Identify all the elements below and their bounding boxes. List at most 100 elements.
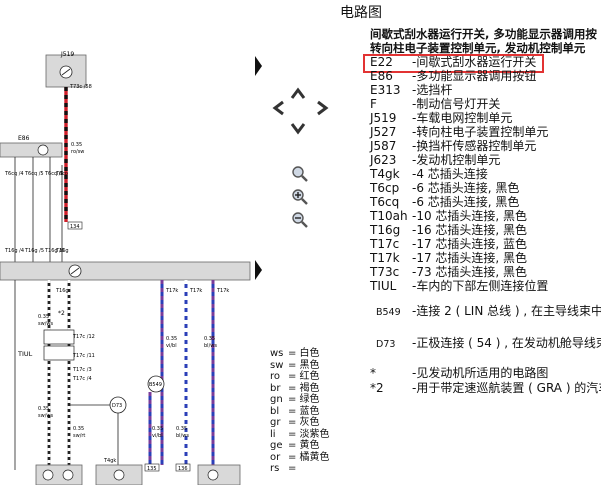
legend-item-t17k[interactable]: T17k-17 芯插头连接, 黑色 — [370, 251, 528, 265]
diagram-heading-line1: 间歇式刮水器运行开关, 多功能显示器调用按 — [370, 27, 597, 41]
svg-text:bl/ws: bl/ws — [204, 343, 217, 349]
svg-text:0.35: 0.35 — [176, 426, 187, 432]
page-marker-icon — [255, 260, 262, 280]
legend-item-star[interactable]: *-见发动机所适用的电路图 — [370, 366, 549, 380]
svg-text:135: 135 — [147, 466, 157, 472]
svg-text:0.35: 0.35 — [73, 426, 84, 432]
legend-item-t73c[interactable]: T73c-73 芯插头连接, 黑色 — [370, 265, 528, 279]
svg-text:T6cq /4: T6cq /4 — [4, 171, 24, 177]
legend-item-tiul[interactable]: TIUL-车内的下部左侧连接位置 — [370, 279, 549, 293]
page-marker-icon — [255, 56, 262, 76]
pan-up-button[interactable] — [290, 86, 306, 100]
svg-text:T17c /11: T17c /11 — [72, 353, 95, 359]
color-key-row: li= 淡紫色 — [270, 428, 330, 440]
svg-text:vi/bl: vi/bl — [166, 343, 177, 349]
zoom-out-button[interactable] — [291, 211, 309, 229]
legend-item-t10ah[interactable]: T10ah-10 芯插头连接, 黑色 — [370, 209, 528, 223]
svg-text:T16g /6: T16g /6 — [44, 248, 64, 254]
svg-text:T6cq /5: T6cq /5 — [24, 171, 44, 177]
selected-item-highlight — [363, 54, 544, 73]
svg-text:0.35: 0.35 — [38, 406, 49, 412]
legend-item-j587[interactable]: J587-换挡杆传感器控制单元 — [370, 139, 537, 153]
svg-text:T4gk: T4gk — [103, 458, 116, 464]
zoom-in-icon — [292, 189, 308, 205]
pan-right-button[interactable] — [316, 100, 330, 116]
svg-text:T17k: T17k — [165, 288, 178, 294]
tiul-box — [43, 329, 75, 345]
svg-text:T6cp: T6cp — [55, 171, 68, 177]
color-key-row: or= 橘黄色 — [270, 451, 330, 463]
svg-text:T6cq /6: T6cq /6 — [44, 171, 64, 177]
svg-text:T16g: T16g — [55, 248, 69, 254]
legend-item-t6cp[interactable]: T6cp-6 芯插头连接, 黑色 — [370, 181, 520, 195]
svg-text:vi/bl: vi/bl — [152, 433, 163, 439]
b549-node — [147, 375, 165, 393]
color-key-row: bl= 蓝色 — [270, 405, 320, 417]
legend-item-f[interactable]: F-制动信号灯开关 — [370, 97, 501, 111]
zoom-out-icon — [292, 212, 308, 228]
svg-text:134: 134 — [70, 224, 80, 230]
e86-label: E86 — [18, 135, 30, 142]
color-key-row: ws= 白色 — [270, 348, 320, 359]
svg-text:D73: D73 — [112, 403, 122, 409]
svg-text:0.35: 0.35 — [152, 426, 163, 432]
color-key-row: gr= 灰色 — [270, 417, 320, 428]
e86-box — [0, 142, 63, 158]
legend-item-t4gk[interactable]: T4gk-4 芯插头连接 — [370, 167, 488, 181]
svg-text:T16g /5: T16g /5 — [24, 248, 44, 254]
chevron-right-icon — [317, 100, 329, 116]
svg-text:sw/rt: sw/rt — [73, 433, 85, 439]
svg-text:T16g /4: T16g /4 — [4, 248, 24, 254]
color-key-row: ro= 红色 — [270, 371, 320, 382]
color-key-row: gn= 绿色 — [270, 394, 320, 405]
zoom-button[interactable] — [291, 165, 309, 183]
svg-text:T17c /4: T17c /4 — [72, 376, 92, 382]
svg-text:bl/ws: bl/ws — [176, 433, 189, 439]
legend-item-e313[interactable]: E313-选挡杆 — [370, 83, 453, 97]
star2-label: *2 — [58, 310, 65, 317]
chevron-up-icon — [290, 87, 306, 99]
svg-text:136: 136 — [178, 466, 188, 472]
color-key-row: ge= 黄色 — [270, 440, 320, 451]
legend-item-t17c[interactable]: T17c-17 芯插头连接, 蓝色 — [370, 237, 528, 251]
pan-left-button[interactable] — [271, 100, 285, 116]
svg-text:sw/ws: sw/ws — [38, 321, 53, 327]
legend-item-b549[interactable]: B549-连接 2 ( LIN 总线 ) , 在主导线束中 — [376, 304, 601, 318]
svg-text:T73c /58: T73c /58 — [69, 84, 92, 90]
zoom-in-button[interactable] — [291, 188, 309, 206]
circuit-diagram: J519 134 E86 TIUL D73 B549 0.35 ro/sw — [0, 51, 262, 485]
legend-item-e22[interactable]: E22-间歇式刮水器运行开关 — [370, 55, 537, 69]
svg-text:T16g: T16g — [55, 288, 69, 294]
j527-box — [0, 261, 251, 281]
svg-text:B549: B549 — [149, 382, 162, 388]
svg-text:T17c /3: T17c /3 — [72, 367, 92, 373]
legend-item-d73[interactable]: D73-正极连接 ( 54 ) , 在发动机舱导线束 — [376, 336, 601, 350]
j519-label: J519 — [60, 51, 74, 58]
color-key-row: sw= 黑色 — [270, 359, 320, 371]
legend-item-star2[interactable]: *2-用于带定速巡航装置 ( GRA ) 的汽车 — [370, 381, 601, 395]
color-key-row: rs= — [270, 463, 297, 474]
color-key-row: br= 褐色 — [270, 382, 320, 394]
diagram-heading-line2: 转向柱电子装置控制单元, 发动机控制单元 — [370, 41, 586, 55]
legend-item-j527[interactable]: J527-转向柱电子装置控制单元 — [370, 125, 549, 139]
tiul-label: TIUL — [17, 350, 33, 358]
svg-text:0.35: 0.35 — [204, 336, 215, 342]
connector-tag — [67, 221, 83, 230]
legend-item-t6cq[interactable]: T6cq-6 芯插头连接, 黑色 — [370, 195, 520, 209]
legend-item-j623[interactable]: J623-发动机控制单元 — [370, 153, 501, 167]
pan-down-button[interactable] — [290, 122, 306, 136]
wire-color-key: ws= 白色 sw= 黑色 ro= 红色 br= 褐色 gn= 绿色 bl= 蓝… — [270, 348, 330, 475]
magnifier-icon — [292, 166, 308, 182]
chevron-down-icon — [290, 123, 306, 135]
chevron-left-icon — [272, 100, 284, 116]
svg-text:ro/sw: ro/sw — [71, 149, 84, 155]
page-title: 电路图 — [340, 5, 382, 21]
legend-item-e86[interactable]: E86-多功能显示器调用按钮 — [370, 69, 537, 83]
svg-text:0.35: 0.35 — [166, 336, 177, 342]
svg-text:0.35: 0.35 — [71, 142, 82, 148]
svg-text:sw/ws: sw/ws — [38, 413, 53, 419]
svg-text:T17k: T17k — [189, 288, 202, 294]
legend-item-t16g[interactable]: T16g-16 芯插头连接, 黑色 — [370, 223, 528, 237]
legend-item-j519[interactable]: J519-车载电网控制单元 — [370, 111, 513, 125]
svg-text:0.35: 0.35 — [38, 314, 49, 320]
